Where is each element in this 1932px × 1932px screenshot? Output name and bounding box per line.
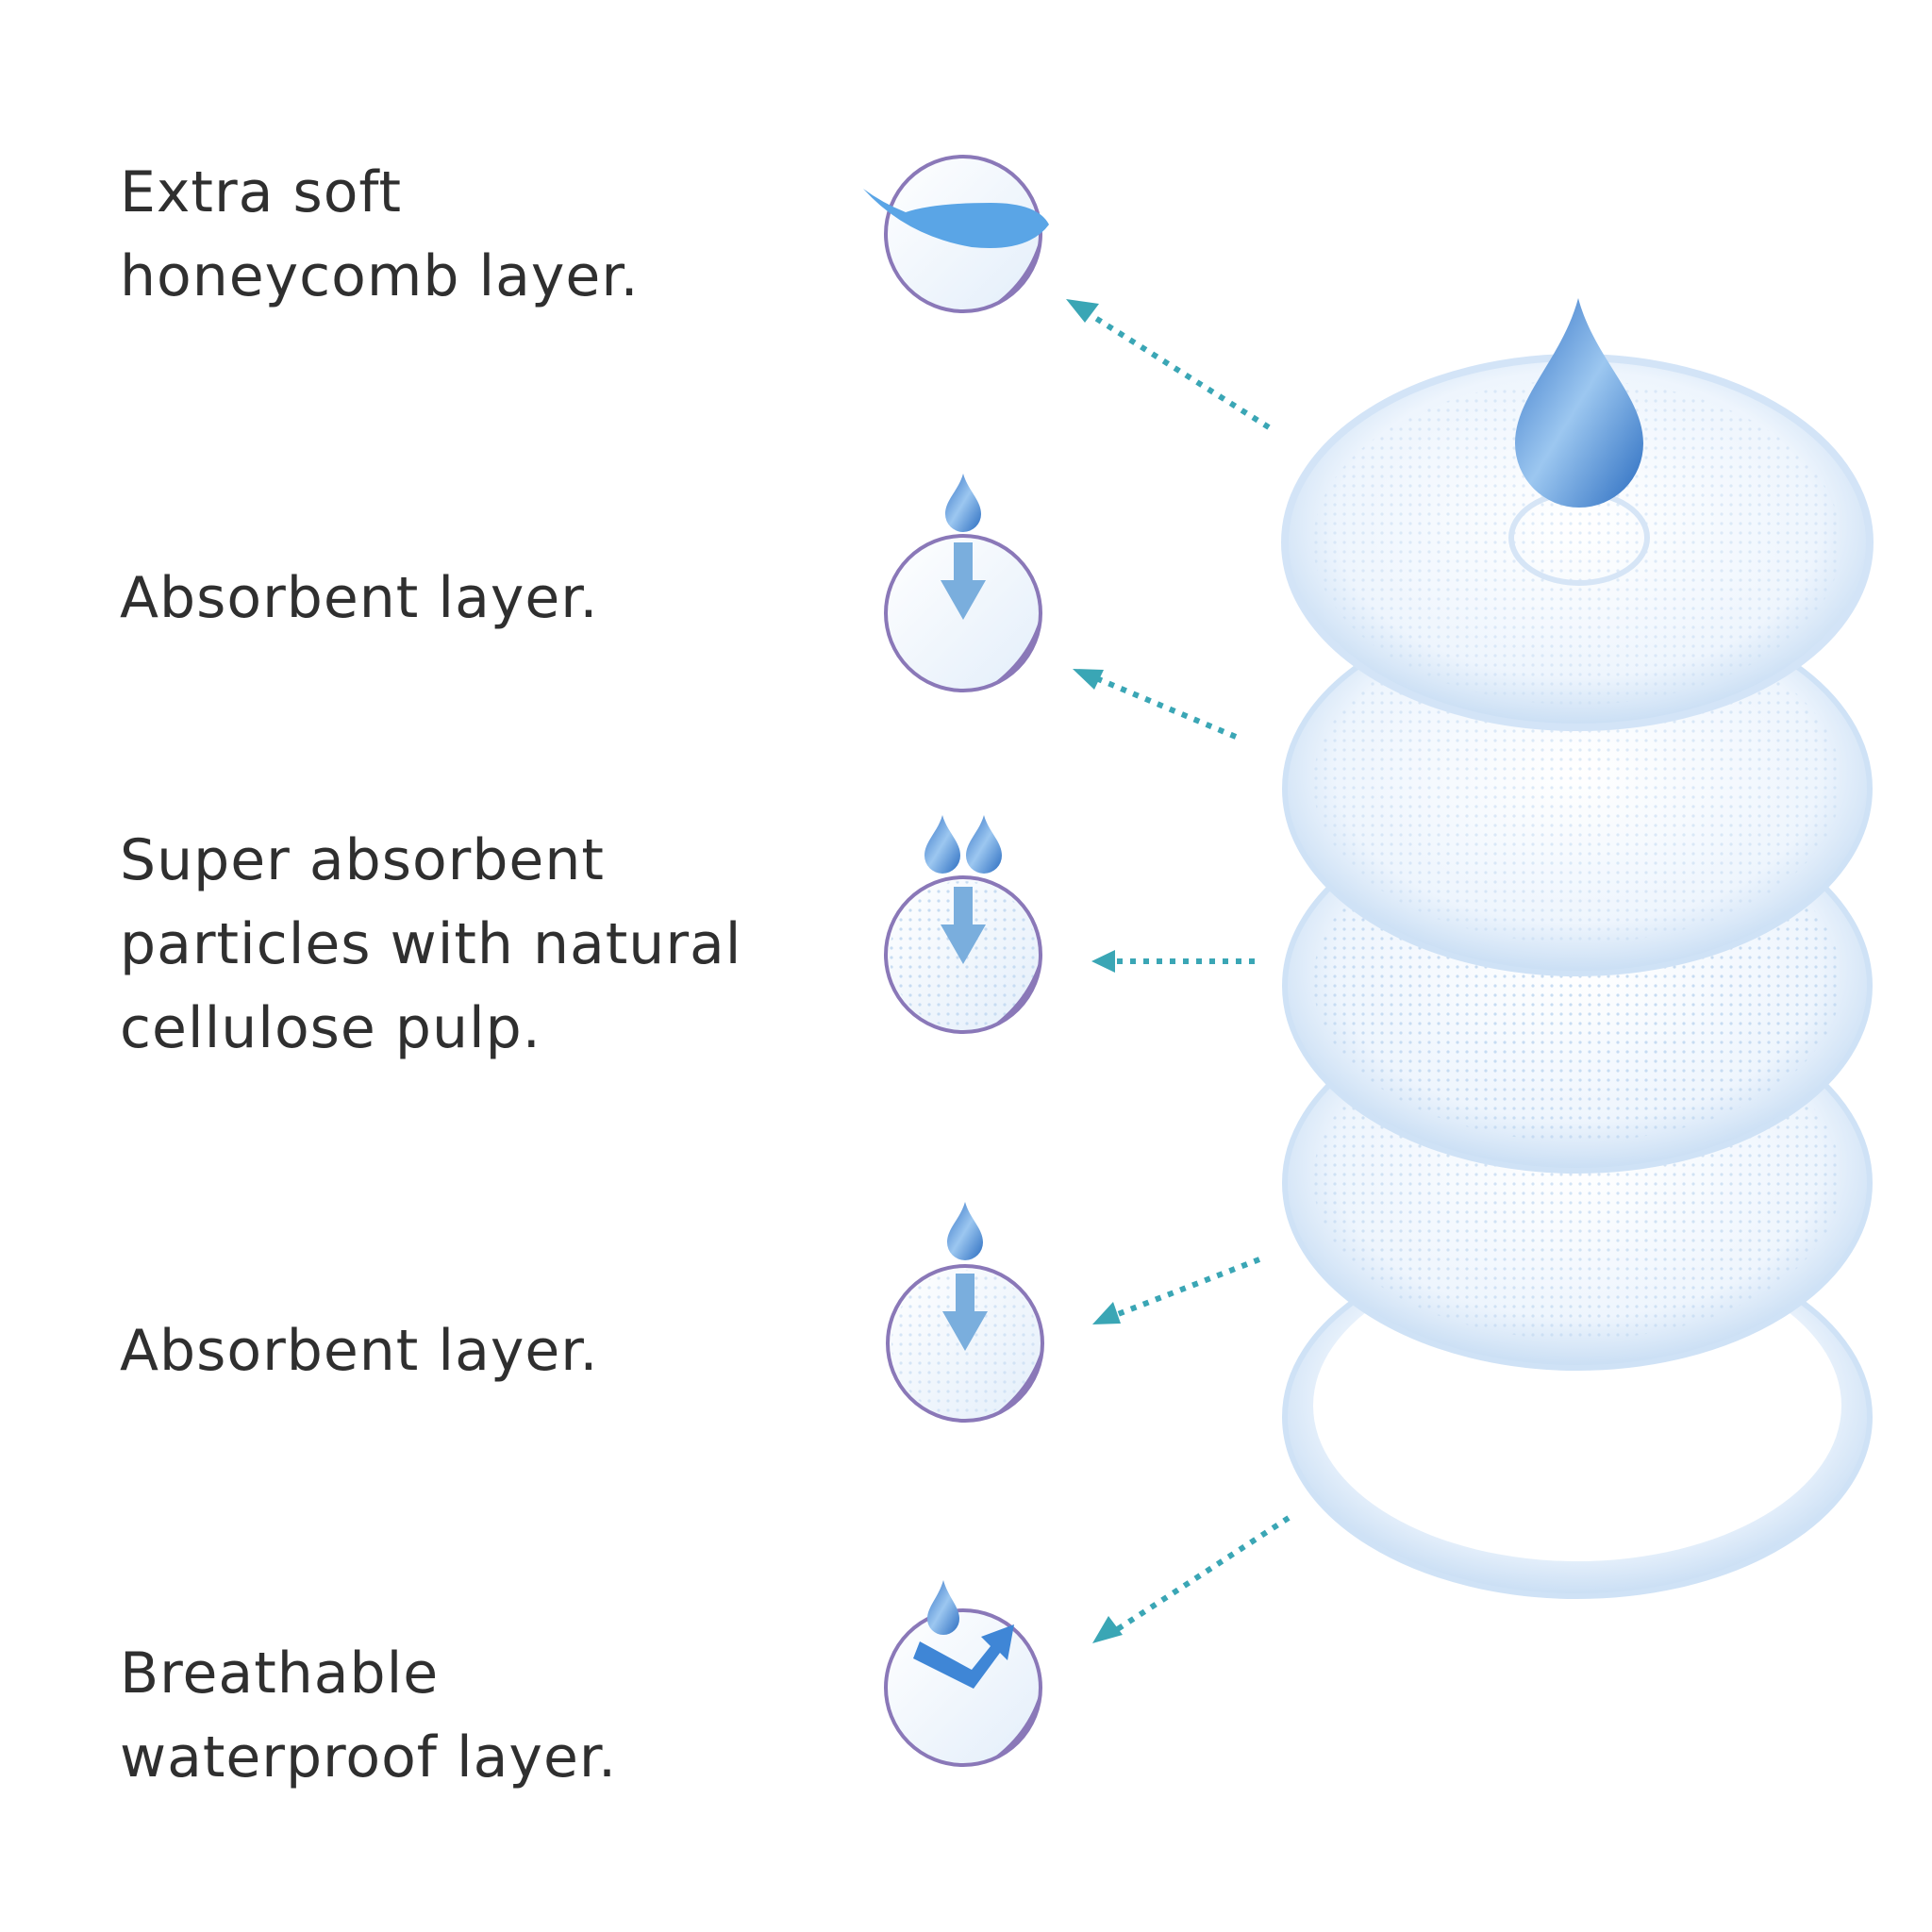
pad-stack: [1281, 298, 1874, 1599]
connector-arrows: [1066, 299, 1291, 1643]
arrow-2: [1088, 673, 1238, 740]
arrow-2-head: [1073, 669, 1104, 690]
arrow-3-head: [1091, 950, 1115, 973]
arrow-4: [1111, 1257, 1261, 1319]
layer-label-absorbent-1: Absorbent layer.: [120, 565, 599, 631]
layer-label-honeycomb: Extra soft honeycomb layer.: [120, 159, 640, 309]
single-drop-arrow-icon: [886, 1202, 1044, 1423]
icon-circles: [863, 155, 1049, 1767]
arrow-1-head: [1066, 299, 1099, 323]
arrow-1: [1083, 308, 1271, 430]
breathable-arrow-icon: [884, 1580, 1042, 1767]
feather-icon: [863, 155, 1049, 313]
water-drop-icon: [1515, 298, 1643, 508]
layer-label-absorbent-2: Absorbent layer.: [120, 1318, 599, 1384]
arrow-5: [1111, 1515, 1291, 1635]
single-drop-arrow-icon: [884, 474, 1042, 692]
double-drop-arrow-icon: [884, 815, 1042, 1034]
arrow-4-head: [1092, 1302, 1121, 1324]
arrow-5-head: [1092, 1616, 1123, 1643]
pad-layer-top: [1281, 354, 1874, 731]
layer-label-super-absorbent: Super absorbent particles with natural c…: [120, 827, 742, 1061]
layer-label-waterproof: Breathable waterproof layer.: [120, 1641, 618, 1790]
